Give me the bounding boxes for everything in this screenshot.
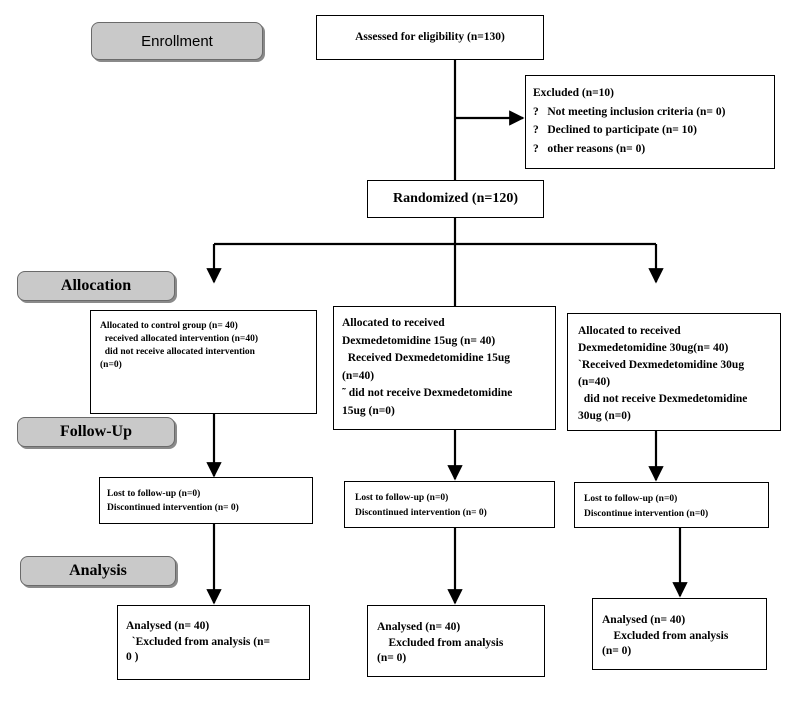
followup-line: Discontinued intervention (n= 0) <box>355 508 487 518</box>
analysis-line: (n= 0) <box>602 645 632 657</box>
followup-line: Discontinued intervention (n= 0) <box>107 503 239 513</box>
allocation-box-15ug: Allocated to received Dexmedetomidine 15… <box>333 306 556 430</box>
allocation-line: received allocated intervention (n=40) <box>100 334 258 344</box>
randomized-box: Randomized (n=120) <box>367 180 544 218</box>
allocation-line: Dexmedetomidine 15ug (n= 40) <box>342 334 496 347</box>
stage-enrollment: Enrollment <box>91 22 263 60</box>
followup-line: Lost to follow-up (n=0) <box>584 494 678 504</box>
analysis-box-control: Analysed (n= 40) ˋExcluded from analysis… <box>117 605 310 680</box>
allocation-box-30ug: Allocated to received Dexmedetomidine 30… <box>567 313 781 431</box>
excluded-item: ? Declined to participate (n= 10) <box>533 124 698 136</box>
allocation-line: ˜ did not receive Dexmedetomidine <box>342 387 513 399</box>
allocation-line: (n=40) <box>578 376 611 388</box>
followup-box-30ug: Lost to follow-up (n=0) Discontinue inte… <box>574 482 769 528</box>
analysis-box-30ug: Analysed (n= 40) Excluded from analysis … <box>592 598 767 670</box>
allocation-line: did not receive Dexmedetomidine <box>578 393 748 405</box>
followup-box-15ug: Lost to follow-up (n=0) Discontinued int… <box>344 481 555 528</box>
allocation-line: Allocated to control group (n= 40) <box>100 321 238 331</box>
allocation-line: Dexmedetomidine 30ug(n= 40) <box>578 342 729 354</box>
analysis-line: 0 ) <box>126 651 139 663</box>
analysis-line: Excluded from analysis <box>377 636 504 649</box>
analysis-box-15ug: Analysed (n= 40) Excluded from analysis … <box>367 605 545 677</box>
followup-box-control: Lost to follow-up (n=0) Discontinued int… <box>99 477 313 524</box>
allocation-line: 30ug (n=0) <box>578 410 631 422</box>
stage-allocation: Allocation <box>17 271 175 301</box>
allocation-line: (n=40) <box>342 369 375 382</box>
randomized-text: Randomized (n=120) <box>392 191 519 206</box>
analysis-line: ˋExcluded from analysis (n= <box>126 635 271 648</box>
analysis-line: Analysed (n= 40) <box>377 621 461 633</box>
allocation-line: Allocated to received <box>342 317 445 329</box>
excluded-item: ? other reasons (n= 0) <box>533 142 646 155</box>
stage-enrollment-label: Enrollment <box>141 32 213 50</box>
excluded-title: Excluded (n=10) <box>533 87 614 99</box>
followup-line: Lost to follow-up (n=0) <box>355 493 449 503</box>
stage-allocation-label: Allocation <box>60 277 132 294</box>
followup-line: Discontinue intervention (n=0) <box>584 509 709 519</box>
allocation-line: 15ug (n=0) <box>342 404 395 417</box>
assessed-box: Assessed for eligibility (n=130) <box>316 15 544 60</box>
allocation-line: did not receive allocated intervention <box>100 347 255 357</box>
allocation-line: ˋReceived Dexmedetomidine 30ug <box>578 359 745 371</box>
stage-follow-up-label: Follow-Up <box>60 423 132 440</box>
excluded-item: ? Not meeting inclusion criteria (n= 0) <box>533 105 726 118</box>
excluded-box: Excluded (n=10) ? Not meeting inclusion … <box>525 75 775 169</box>
stage-analysis-label: Analysis <box>69 562 127 579</box>
allocation-line: (n=0) <box>100 360 122 370</box>
analysis-line: Analysed (n= 40) <box>126 620 210 632</box>
assessed-text: Assessed for eligibility (n=130) <box>355 31 505 43</box>
analysis-line: (n= 0) <box>377 652 407 664</box>
allocation-line: Allocated to received <box>578 325 681 337</box>
allocation-line: Received Dexmedetomidine 15ug <box>342 352 510 364</box>
analysis-line: Analysed (n= 40) <box>602 614 686 626</box>
stage-analysis: Analysis <box>20 556 176 586</box>
analysis-line: Excluded from analysis <box>602 629 729 642</box>
allocation-box-control: Allocated to control group (n= 40) recei… <box>90 310 317 414</box>
followup-line: Lost to follow-up (n=0) <box>107 489 201 499</box>
stage-follow-up: Follow-Up <box>17 417 175 447</box>
